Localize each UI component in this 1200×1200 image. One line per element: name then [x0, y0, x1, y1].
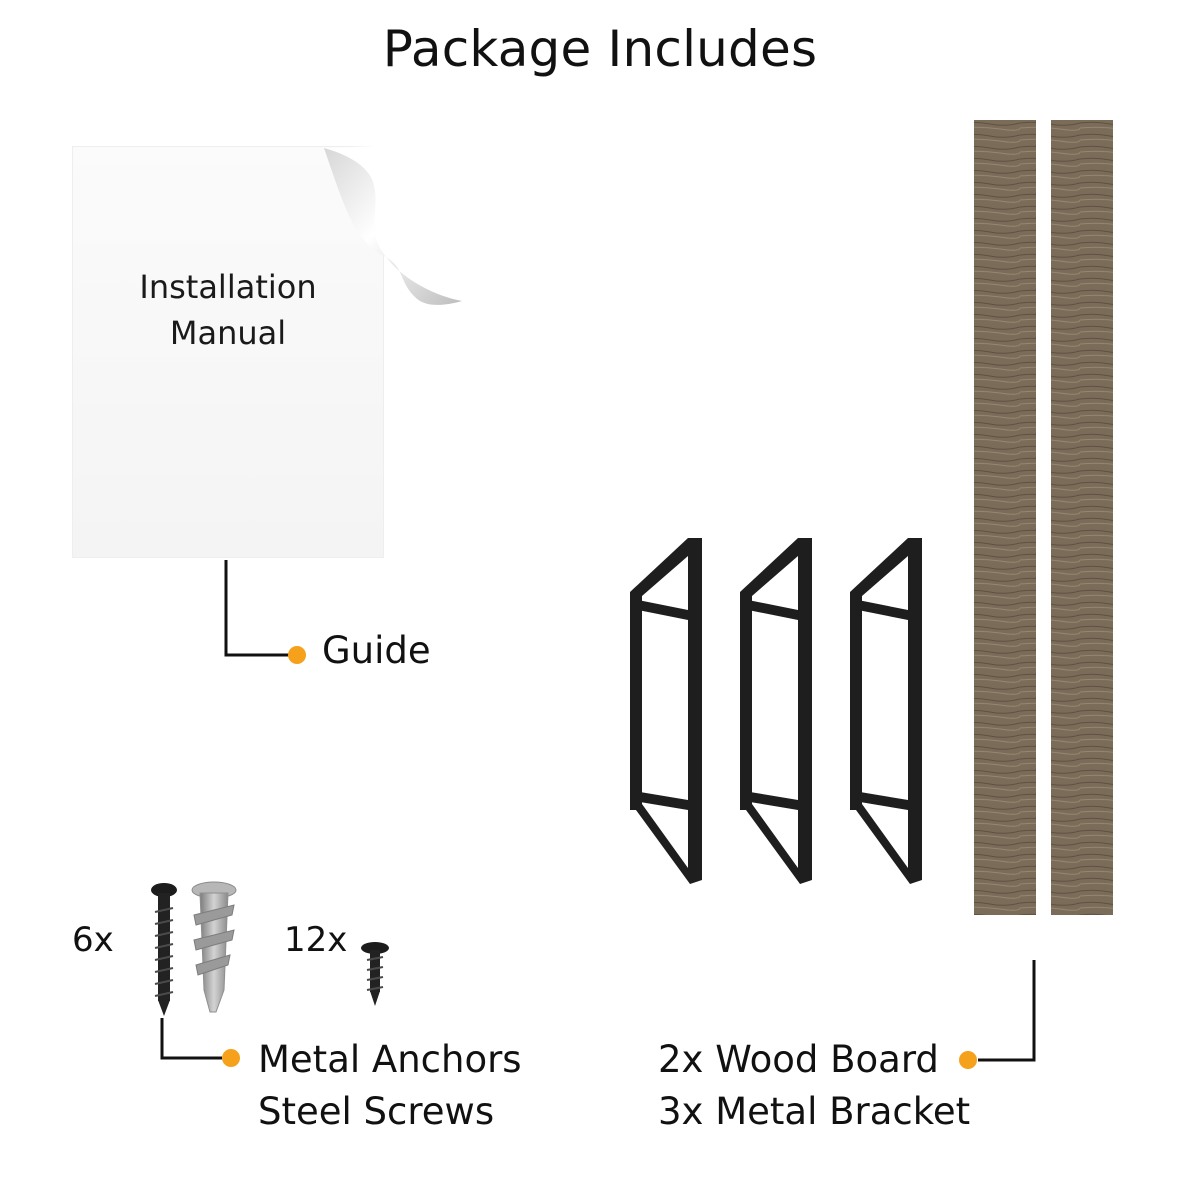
hardware-label-line1: Metal Anchors [258, 1038, 522, 1081]
kit-marker-dot [959, 1051, 977, 1069]
guide-leader [224, 560, 306, 664]
guide-label: Guide [322, 629, 431, 672]
kit-label: 2x Wood Board 3x Metal Bracket [658, 1034, 970, 1138]
metal-bracket-icon [850, 538, 922, 884]
small-screws-quantity: 12x [284, 920, 348, 960]
hardware-label: Metal Anchors Steel Screws [258, 1034, 522, 1138]
hardware-leader [160, 1018, 240, 1067]
kit-label-line1: 2x Wood Board [658, 1038, 939, 1081]
manual-title-line1: Installation [139, 268, 317, 306]
drywall-anchor-icon [191, 881, 237, 1013]
kit-leader [959, 960, 1036, 1069]
wood-board-icon [974, 120, 1036, 915]
wood-board-icon [1051, 120, 1113, 915]
small-screw-icon [361, 942, 389, 1006]
manual-title-line2: Manual [169, 314, 287, 352]
metal-bracket-icon [630, 538, 702, 884]
installation-manual: Installation Manual [72, 146, 462, 558]
kit-label-line2: 3x Metal Bracket [658, 1090, 971, 1133]
page-curl-icon [324, 146, 462, 305]
metal-bracket-icon [740, 538, 812, 884]
screw-icon [151, 883, 177, 1016]
manual-title: Installation Manual [72, 264, 384, 356]
page-title: Package Includes [382, 20, 818, 78]
anchors-screws-quantity: 6x [72, 920, 114, 960]
guide-marker-dot [288, 646, 306, 664]
hardware-marker-dot [222, 1049, 240, 1067]
hardware-label-line2: Steel Screws [258, 1090, 495, 1133]
